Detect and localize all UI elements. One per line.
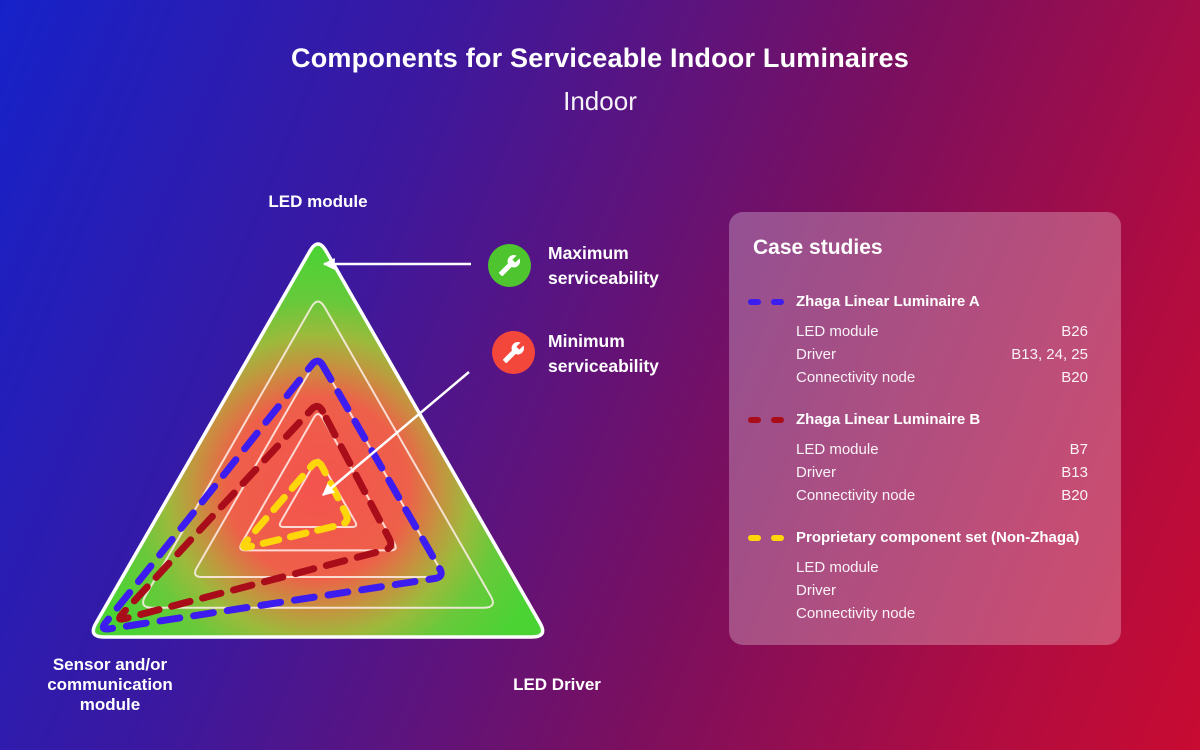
component-label: Driver <box>796 582 836 599</box>
series-zhaga-linear-luminaire-b <box>116 402 395 623</box>
case-study-item: Zhaga Linear Luminaire A LED module B26 … <box>748 292 1088 389</box>
page-title: Components for Serviceable Indoor Lumina… <box>291 43 909 73</box>
minimum-serviceability-arrow <box>322 371 470 496</box>
case-study-row: LED module <box>796 556 1088 579</box>
case-study-rows: LED module Driver Connectivity node <box>796 556 1088 625</box>
series-proprietary-component-set-non-zhaga <box>240 459 351 551</box>
component-label: Connectivity node <box>796 369 916 386</box>
wrench-icon <box>502 342 525 364</box>
component-value: B13, 24, 25 <box>1011 346 1088 363</box>
case-study-row: LED module B7 <box>796 438 1088 461</box>
axis-label-led-driver: LED Driver <box>513 675 601 694</box>
case-studies-panel: Case studies Zhaga Linear Luminaire A LE… <box>729 212 1121 645</box>
axis-label-led-module: LED module <box>268 192 368 211</box>
component-value: B20 <box>1061 369 1088 386</box>
minimum-serviceability-badge <box>492 331 535 374</box>
component-label: LED module <box>796 559 879 576</box>
component-label: Connectivity node <box>796 605 916 622</box>
component-label: Driver <box>796 464 836 481</box>
case-study-row: Connectivity node B20 <box>796 366 1088 389</box>
case-study-row: Connectivity node <box>796 602 1088 625</box>
component-label: Driver <box>796 346 836 363</box>
case-study-row: Driver B13 <box>796 461 1088 484</box>
case-study-title: Zhaga Linear Luminaire B <box>796 411 981 428</box>
case-studies-list: Zhaga Linear Luminaire A LED module B26 … <box>729 292 1121 625</box>
case-study-title: Proprietary component set (Non-Zhaga) <box>796 529 1080 546</box>
radar-ring <box>239 412 397 552</box>
wrench-icon <box>498 255 521 277</box>
series-dash-swatch <box>748 417 784 423</box>
case-study-row: Driver <box>796 579 1088 602</box>
component-label: LED module <box>796 323 879 340</box>
component-label: Connectivity node <box>796 487 916 504</box>
component-value: B7 <box>1069 441 1088 458</box>
component-value: B26 <box>1061 323 1088 340</box>
page-subtitle: Indoor <box>563 86 637 116</box>
case-study-row: Driver B13, 24, 25 <box>796 343 1088 366</box>
case-study-row: LED module B26 <box>796 320 1088 343</box>
series-dash-swatch <box>748 535 784 541</box>
case-study-title: Zhaga Linear Luminaire A <box>796 293 980 310</box>
case-study-header: Proprietary component set (Non-Zhaga) <box>748 528 1088 548</box>
case-study-rows: LED module B26 Driver B13, 24, 25 Connec… <box>796 320 1088 389</box>
case-study-header: Zhaga Linear Luminaire B <box>748 410 1088 430</box>
minimum-serviceability-label: Minimum serviceability <box>548 331 659 376</box>
maximum-serviceability-badge <box>488 244 531 287</box>
case-study-rows: LED module B7 Driver B13 Connectivity no… <box>796 438 1088 507</box>
axis-label-sensor-communication-module: Sensor and/or communication module <box>47 655 173 714</box>
case-study-item: Zhaga Linear Luminaire B LED module B7 D… <box>748 410 1088 507</box>
component-label: LED module <box>796 441 879 458</box>
component-value: B13 <box>1061 464 1088 481</box>
case-study-item: Proprietary component set (Non-Zhaga) LE… <box>748 528 1088 625</box>
radar-surface <box>91 242 545 639</box>
case-study-row: Connectivity node B20 <box>796 484 1088 507</box>
case-studies-heading: Case studies <box>753 236 883 259</box>
maximum-serviceability-label: Maximum serviceability <box>548 243 659 288</box>
series-dash-swatch <box>748 299 784 305</box>
radar-ring <box>142 300 494 609</box>
series-zhaga-linear-luminaire-a <box>99 357 445 633</box>
case-study-header: Zhaga Linear Luminaire A <box>748 292 1088 312</box>
component-value: B20 <box>1061 487 1088 504</box>
